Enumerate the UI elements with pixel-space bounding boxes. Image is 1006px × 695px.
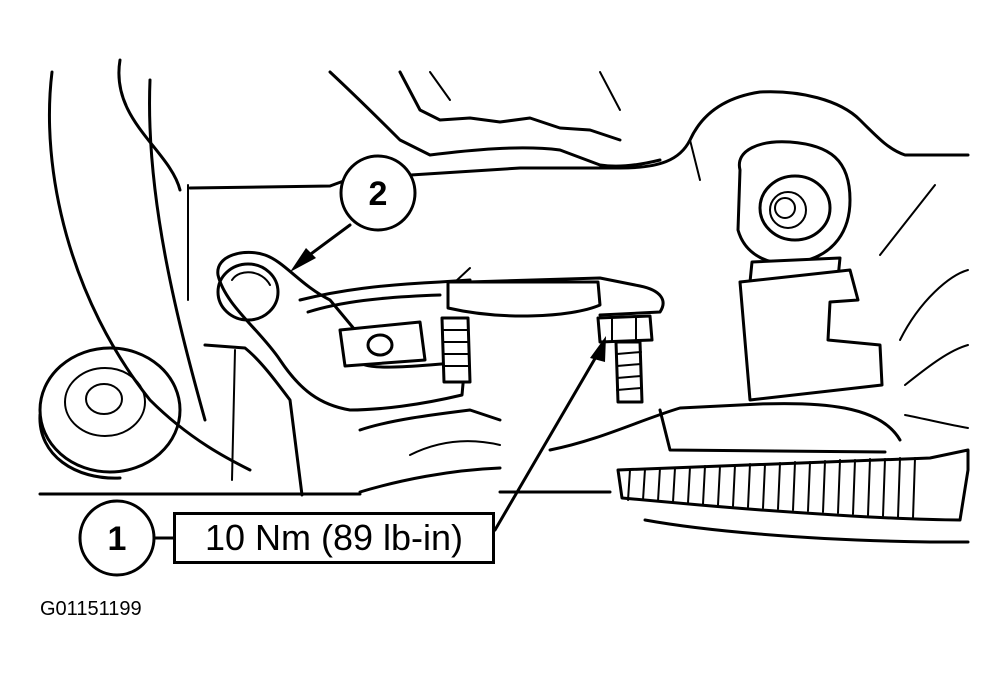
leader-line-2 xyxy=(290,223,352,272)
callout-1-label: 1 xyxy=(108,520,127,558)
leader-line-1 xyxy=(153,336,606,540)
callout-2-label: 2 xyxy=(369,175,388,213)
figure-id: G01151199 xyxy=(40,598,142,620)
frame-line xyxy=(38,490,612,496)
top-cover xyxy=(328,70,662,168)
bolt xyxy=(596,314,654,404)
left-pulley xyxy=(38,346,182,480)
upper-panel xyxy=(188,90,970,190)
left-housing xyxy=(47,58,252,472)
ribbed-belt xyxy=(616,448,970,544)
callout-2: 2 xyxy=(339,154,417,232)
torque-spec-label: 10 Nm (89 lb-in) xyxy=(204,517,464,558)
lower-block xyxy=(203,343,969,497)
clamp-plate xyxy=(446,267,665,318)
torque-spec-box: 10 Nm (89 lb-in) xyxy=(173,512,495,564)
right-mount xyxy=(736,140,969,402)
callout-1: 1 xyxy=(78,499,156,577)
bracket xyxy=(216,250,472,412)
